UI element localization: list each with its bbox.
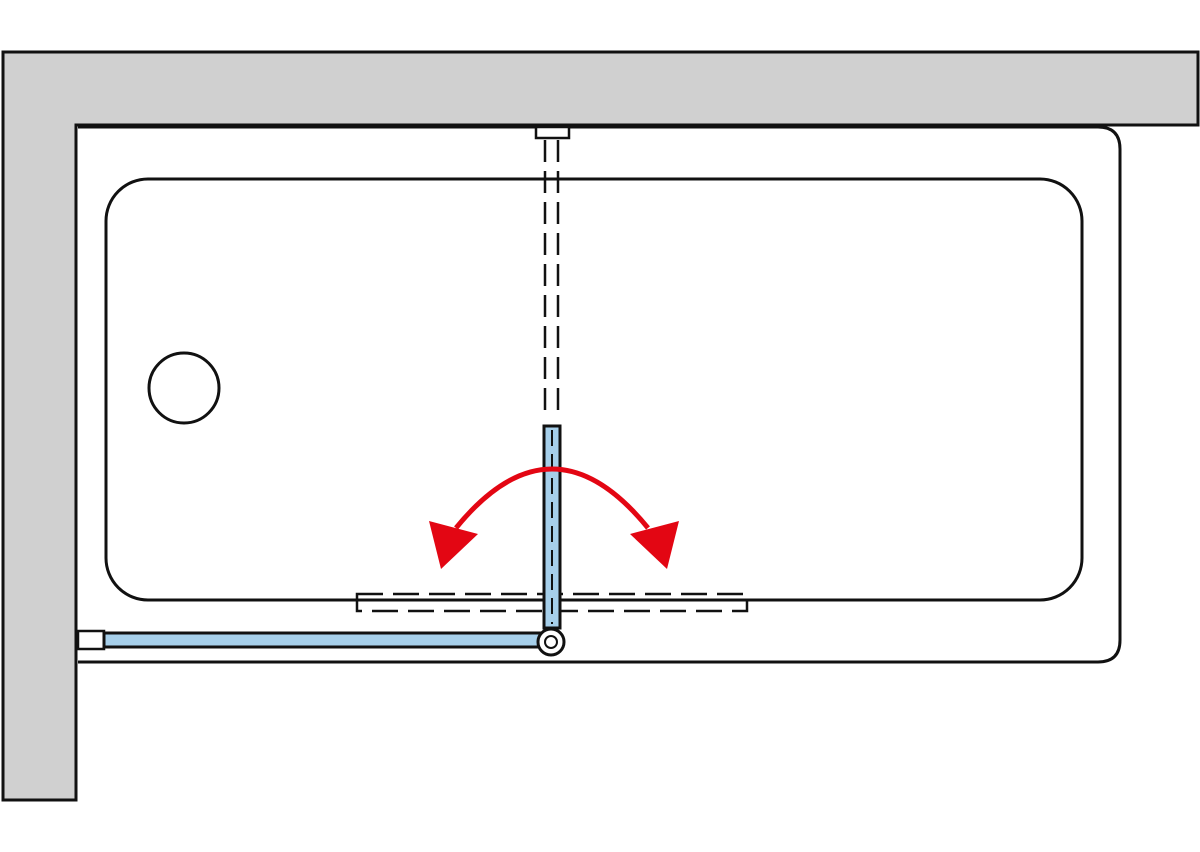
fixed-glass-panel <box>102 631 546 649</box>
bathtub-basin <box>104 177 1084 602</box>
wall-corner <box>1 50 1200 802</box>
ceiling-support <box>534 125 571 140</box>
swing-panel <box>542 424 562 630</box>
wall-profile <box>76 629 106 651</box>
swing-direction-arrow <box>429 466 679 569</box>
panel-position-inward <box>543 140 560 412</box>
drain-icon <box>147 351 221 425</box>
pivot-hinge-icon <box>536 627 566 657</box>
